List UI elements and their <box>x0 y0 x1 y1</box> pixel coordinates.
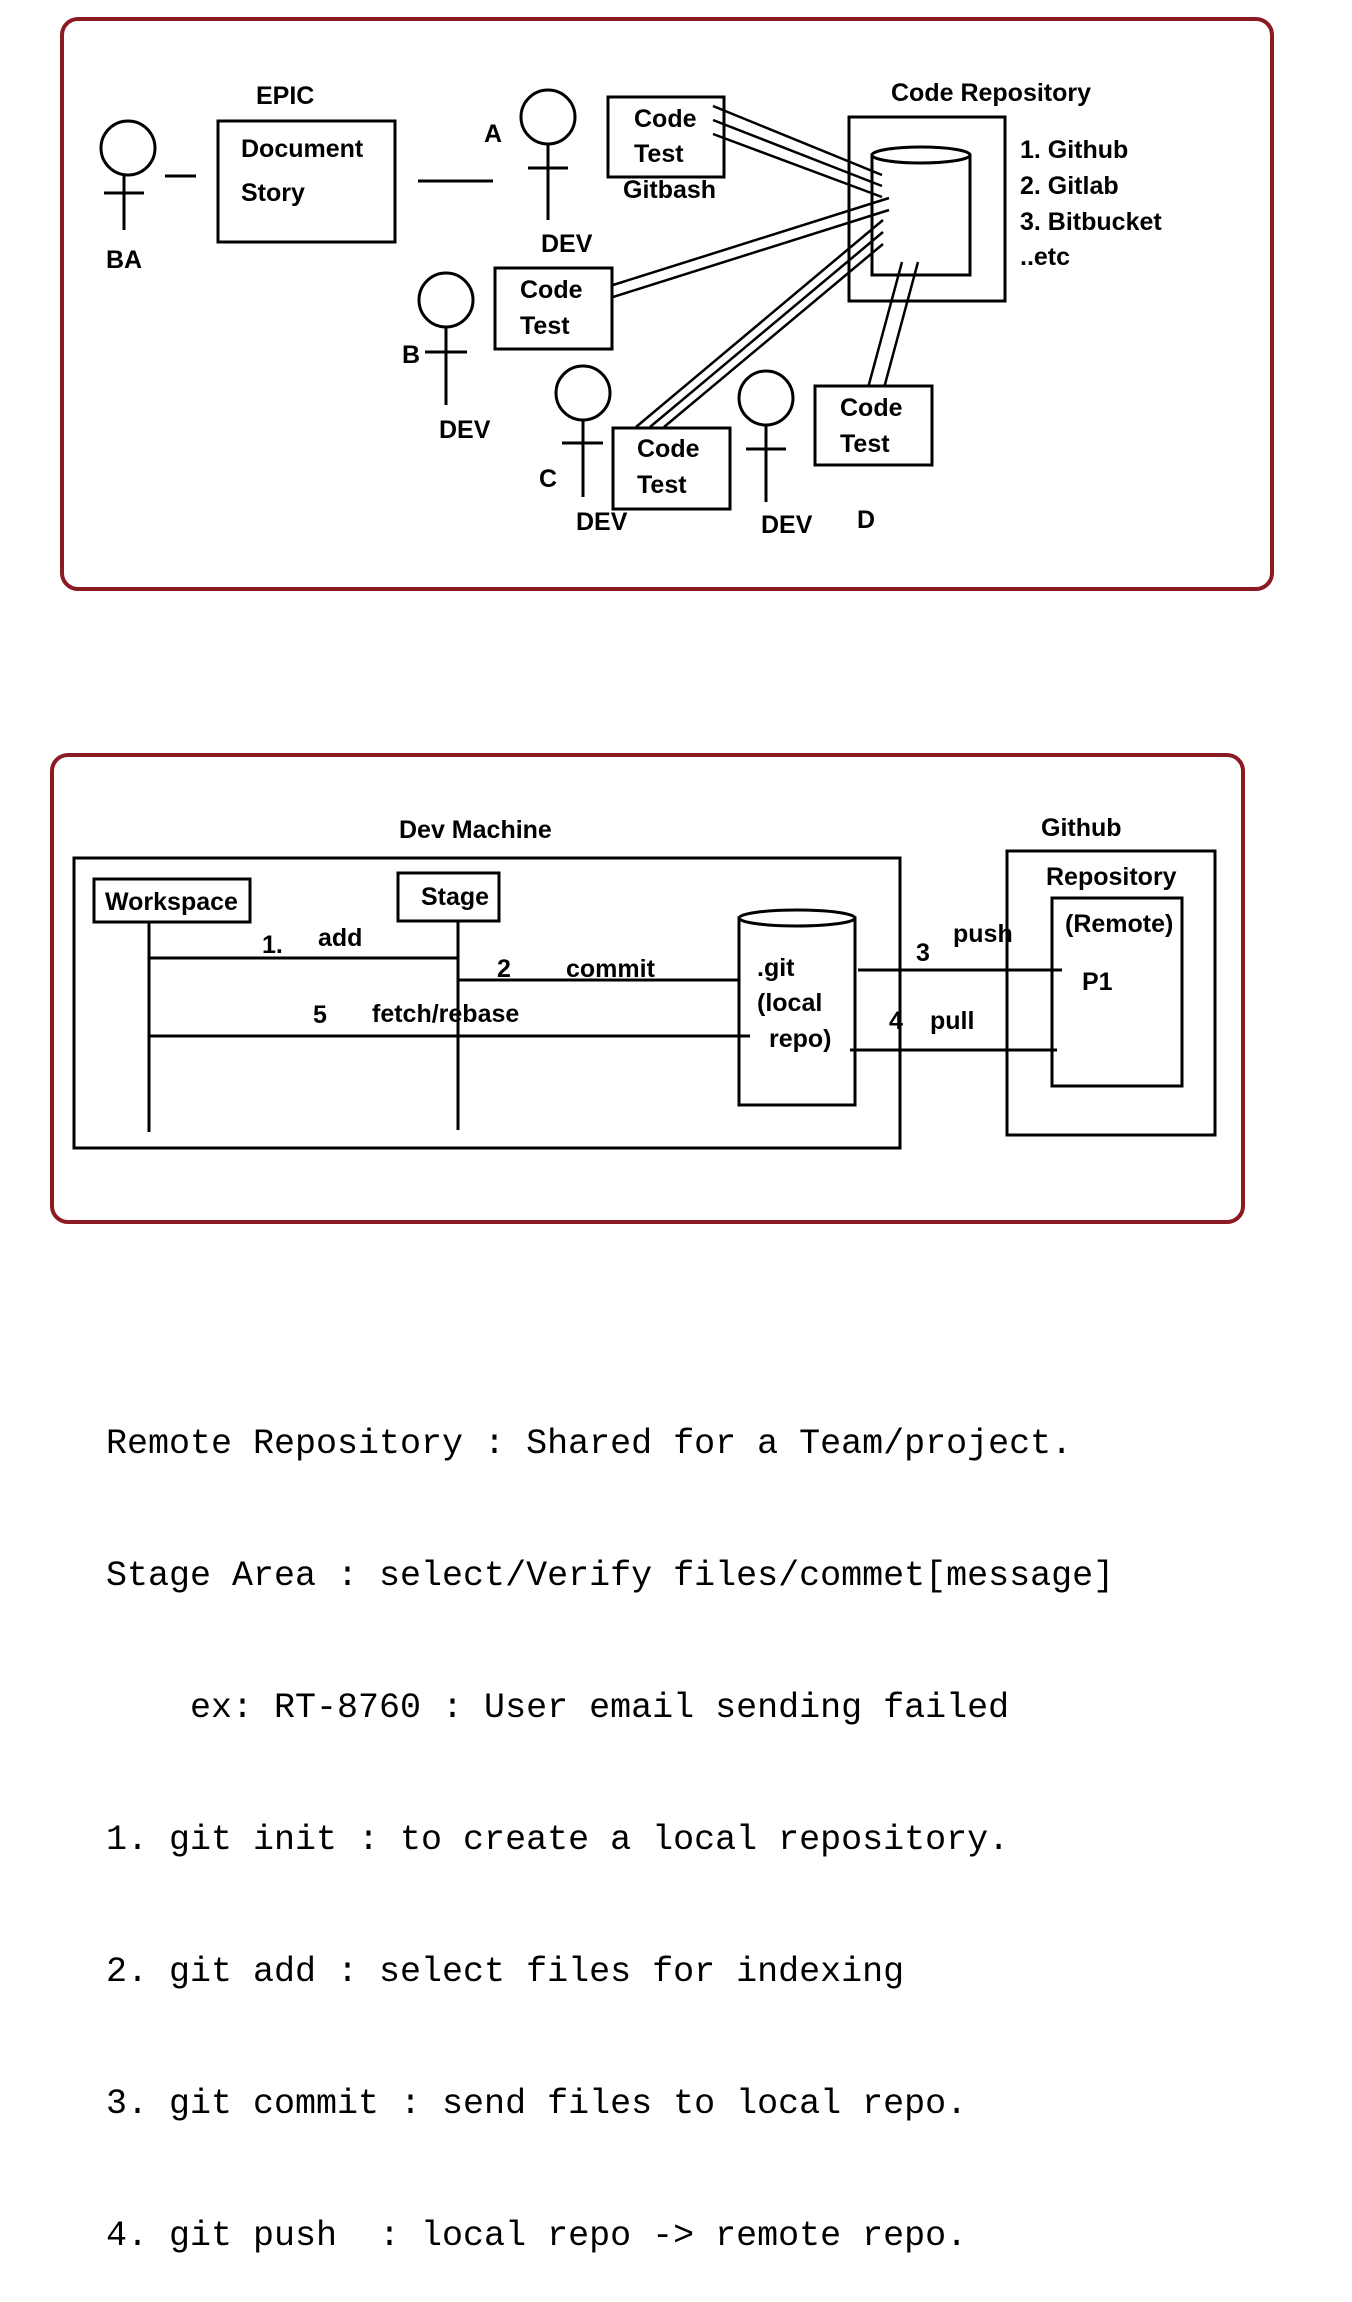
github-label: Github <box>1041 814 1122 842</box>
step-push-label: push <box>953 920 1013 948</box>
repo-title: Code Repository <box>891 79 1091 107</box>
note-line: ex: RT-8760 : User email sending failed <box>106 1688 1010 1728</box>
step-3-number: 3 <box>916 939 930 967</box>
dev-d-repo-connection <box>866 261 920 389</box>
step-commit-label: commit <box>566 955 656 983</box>
remote-repository-label: Repository <box>1046 863 1177 891</box>
code-repository-box <box>847 115 1007 303</box>
epic-label: EPIC <box>256 82 314 110</box>
dev-b-repo-connection <box>612 196 890 299</box>
note-line: 4. git push : local repo -> remote repo. <box>106 2216 968 2256</box>
dev-a-box-line-2: Test <box>634 140 684 168</box>
local-repo-database-icon <box>737 908 857 1107</box>
dev-d-code-test-box <box>813 384 934 467</box>
dev-c-box-line-1: Code <box>637 435 700 463</box>
dev-b-box-line-2: Test <box>520 312 570 340</box>
dev-a-repo-connection <box>712 104 883 199</box>
dev-c-role: DEV <box>576 508 628 536</box>
dev-b-role: DEV <box>439 416 491 444</box>
workspace-box <box>92 877 252 924</box>
dev-c-letter: C <box>539 465 557 493</box>
dev-c-box-line-2: Test <box>637 471 687 499</box>
step-pull-label: pull <box>930 1007 974 1035</box>
git-flow-diagram-frame <box>50 753 1245 1224</box>
ba-label: BA <box>106 246 142 274</box>
dev-b-code-test-box <box>493 266 614 351</box>
github-box <box>1005 849 1217 1137</box>
dev-a-role: DEV <box>541 230 593 258</box>
story-line-2: Story <box>241 179 305 207</box>
local-repo-line-2: (local <box>757 989 822 1017</box>
git-workflow-diagrams: EPIC Document Story BA A DEV Code Test G… <box>50 17 1274 1224</box>
step-add-label: add <box>318 924 362 952</box>
dev-c-repo-connection <box>635 219 884 428</box>
repo-option-3: 3. Bitbucket <box>1020 208 1162 236</box>
dev-a-tool: Gitbash <box>623 176 716 204</box>
step-2-number: 2 <box>497 955 511 983</box>
story-line-1: Document <box>241 135 364 163</box>
git-notes: Remote Repository : Shared for a Team/pr… <box>106 1334 1114 2302</box>
dev-b-person-icon <box>417 271 475 405</box>
step-5-number: 5 <box>313 1001 327 1029</box>
dev-d-box-line-1: Code <box>840 394 903 422</box>
dev-d-box-line-2: Test <box>840 430 890 458</box>
dev-d-role: DEV <box>761 511 813 539</box>
ba-person-icon <box>99 119 157 230</box>
workspace-label: Workspace <box>105 888 238 916</box>
note-line: 2. git add : select files for indexing <box>106 1952 905 1992</box>
dev-a-person-icon <box>519 88 577 220</box>
local-repo-line-3: repo) <box>769 1025 832 1053</box>
repo-option-1: 1. Github <box>1020 136 1128 164</box>
dev-c-code-test-box <box>611 426 732 511</box>
note-line: Remote Repository : Shared for a Team/pr… <box>106 1424 1073 1464</box>
remote-project-label: P1 <box>1082 968 1113 996</box>
remote-repository-box <box>1050 896 1184 1088</box>
step-fetch-label: fetch/rebase <box>372 1000 519 1028</box>
dev-b-box-line-1: Code <box>520 276 583 304</box>
stage-label: Stage <box>421 883 489 911</box>
note-line: 3. git commit : send files to local repo… <box>106 2084 968 2124</box>
note-line: 1. git init : to create a local reposito… <box>106 1820 1010 1860</box>
repo-option-4: ..etc <box>1020 243 1070 271</box>
dev-a-letter: A <box>484 120 502 148</box>
remote-label: (Remote) <box>1065 910 1173 938</box>
document-story-box <box>216 119 397 244</box>
step-1-number: 1. <box>262 931 283 959</box>
dev-a-box-line-1: Code <box>634 105 697 133</box>
dev-d-letter: D <box>857 506 875 534</box>
repo-option-2: 2. Gitlab <box>1020 172 1119 200</box>
repository-database-icon <box>870 145 972 277</box>
dev-c-person-icon <box>554 364 612 497</box>
step-4-number: 4 <box>889 1007 903 1035</box>
dev-d-person-icon <box>737 369 795 502</box>
stage-box <box>396 871 501 923</box>
local-repo-line-1: .git <box>757 954 795 982</box>
note-line: Stage Area : select/Verify files/commet[… <box>106 1556 1115 1596</box>
dev-b-letter: B <box>402 341 420 369</box>
dev-machine-label: Dev Machine <box>399 816 552 844</box>
dev-machine-box <box>72 856 902 1150</box>
team-diagram-frame <box>60 17 1274 591</box>
